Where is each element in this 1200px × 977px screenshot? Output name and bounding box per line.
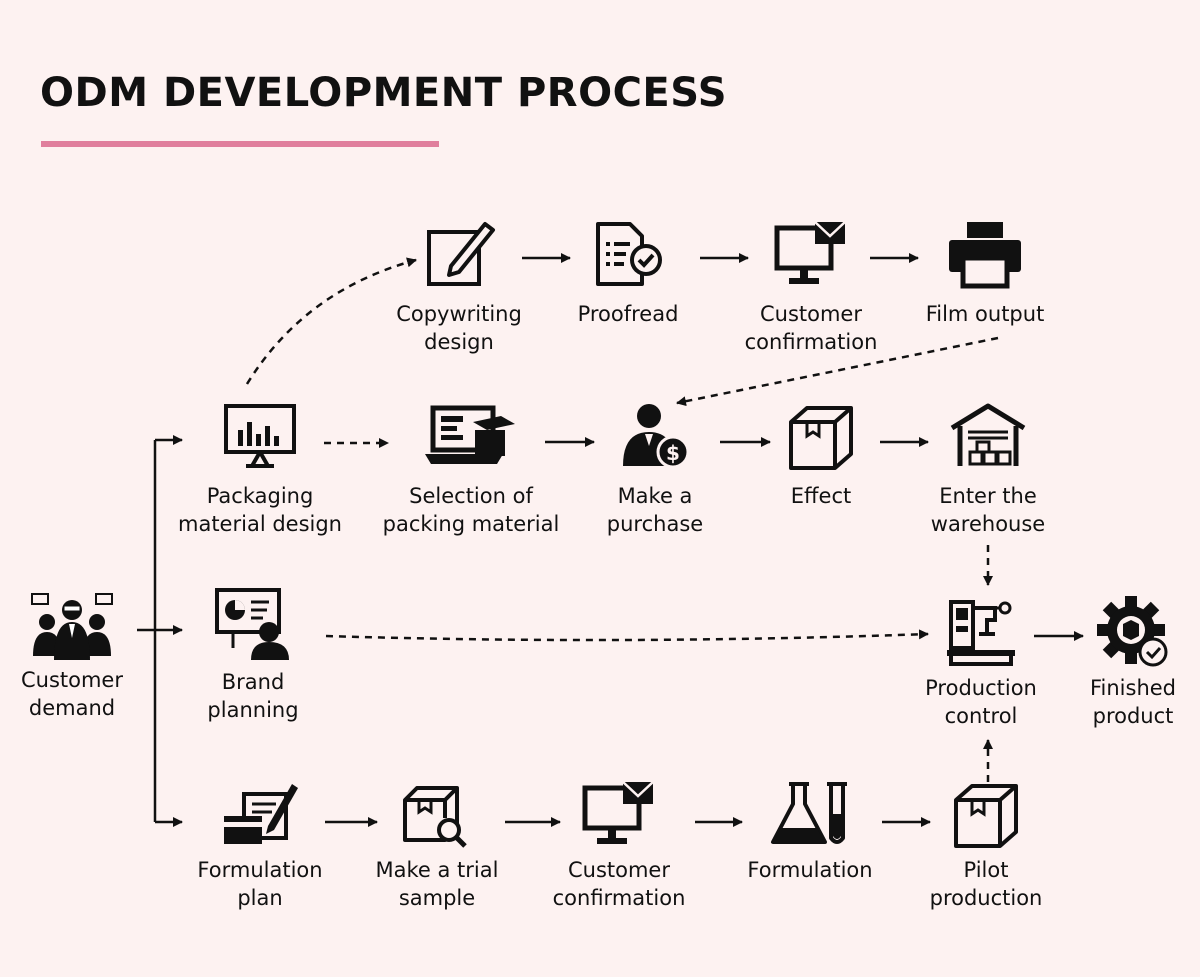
label-line-1: Selection of xyxy=(409,484,533,508)
label-line-1: Customer xyxy=(567,858,670,882)
node-customer-demand: Customer demand xyxy=(0,590,182,722)
label-line-1: Customer xyxy=(20,668,123,692)
node-film-output: Film output xyxy=(875,218,1095,328)
node-make-a-trial-sample: Make a trial sample xyxy=(327,778,547,912)
label-line-1: Make a trial xyxy=(375,858,499,882)
node-customer-confirmation-bottom: Customer confirmation xyxy=(509,778,729,912)
label-line-1: Pilot xyxy=(963,858,1009,882)
label-line-2: plan xyxy=(237,886,283,910)
label-line-1: Effect xyxy=(790,484,852,508)
user-dollar-icon: $ xyxy=(623,404,690,469)
presentation-chart-icon xyxy=(224,404,296,468)
label-line-2: material design xyxy=(178,512,342,536)
label-line-1: Packaging xyxy=(206,484,314,508)
flask-icon xyxy=(771,782,847,844)
box-icon xyxy=(954,784,1018,848)
label-line-2: purchase xyxy=(606,512,704,536)
label-line-1: Make a xyxy=(617,484,693,508)
label-line-2: design xyxy=(424,330,494,354)
node-selection-of-packing-material: Selection of packing material xyxy=(361,402,581,538)
label-line-1: Enter the xyxy=(939,484,1037,508)
label-line-2: product xyxy=(1092,704,1174,728)
printer-icon xyxy=(949,222,1021,289)
laptop-box-icon xyxy=(425,405,515,464)
node-enter-the-warehouse: Enter the warehouse xyxy=(878,402,1098,538)
people-icon xyxy=(31,593,113,660)
title-underline xyxy=(41,141,439,147)
node-make-a-purchase: $ Make a purchase xyxy=(545,402,765,538)
gear-check-icon xyxy=(1097,596,1168,667)
box-search-icon xyxy=(403,786,467,848)
box-icon xyxy=(789,406,853,470)
dashed-film-to-purchase xyxy=(676,336,999,407)
label-line-1: Finished xyxy=(1089,676,1177,700)
label-line-2: demand xyxy=(28,696,116,720)
node-packaging-material-design: Packaging material design xyxy=(150,402,370,538)
node-formulation: Formulation xyxy=(700,778,920,884)
label-line-1: Formulation xyxy=(197,858,323,882)
warehouse-icon xyxy=(950,403,1026,466)
machine-icon xyxy=(947,600,1015,666)
node-finished-product: Finished product xyxy=(1023,594,1200,730)
label-line-1: Formulation xyxy=(747,858,873,882)
dashed-brand-to-production xyxy=(325,629,929,642)
label-line-2: production xyxy=(929,886,1043,910)
presenter-icon xyxy=(215,588,289,660)
label-line-1: Production xyxy=(925,676,1037,700)
label-line-1: Proofread xyxy=(577,302,679,326)
label-line-1: Customer xyxy=(759,302,862,326)
label-line-1: Film output xyxy=(925,302,1045,326)
label-line-2: control xyxy=(944,704,1018,728)
label-line-1: Copywriting xyxy=(396,302,522,326)
pencil-square-icon xyxy=(427,222,495,286)
monitor-mail-icon xyxy=(582,781,654,844)
node-pilot-production: Pilot production xyxy=(876,778,1096,912)
label-line-2: sample xyxy=(398,886,476,910)
label-line-1: Brand xyxy=(221,670,285,694)
label-line-2: confirmation xyxy=(552,886,686,910)
label-line-2: warehouse xyxy=(930,512,1046,536)
card-pen-icon xyxy=(224,784,298,844)
node-copywriting-design: Copywriting design xyxy=(349,218,569,356)
node-formulation-plan: Formulation plan xyxy=(150,778,370,912)
node-production-control: Production control xyxy=(871,594,1091,730)
document-check-icon xyxy=(596,222,662,286)
page-title: ODM DEVELOPMENT PROCESS xyxy=(40,70,728,116)
dashed-packaging-to-copywriting xyxy=(245,257,417,385)
label-line-2: packing material xyxy=(382,512,560,536)
label-line-2: planning xyxy=(207,698,299,722)
node-customer-confirmation-top: Customer confirmation xyxy=(701,218,921,356)
node-brand-planning: Brand planning xyxy=(143,586,363,724)
svg-text:$: $ xyxy=(666,441,680,465)
label-line-2: confirmation xyxy=(744,330,878,354)
node-proofread: Proofread xyxy=(518,218,738,328)
node-effect: Effect xyxy=(711,402,931,510)
monitor-mail-icon xyxy=(774,221,846,284)
